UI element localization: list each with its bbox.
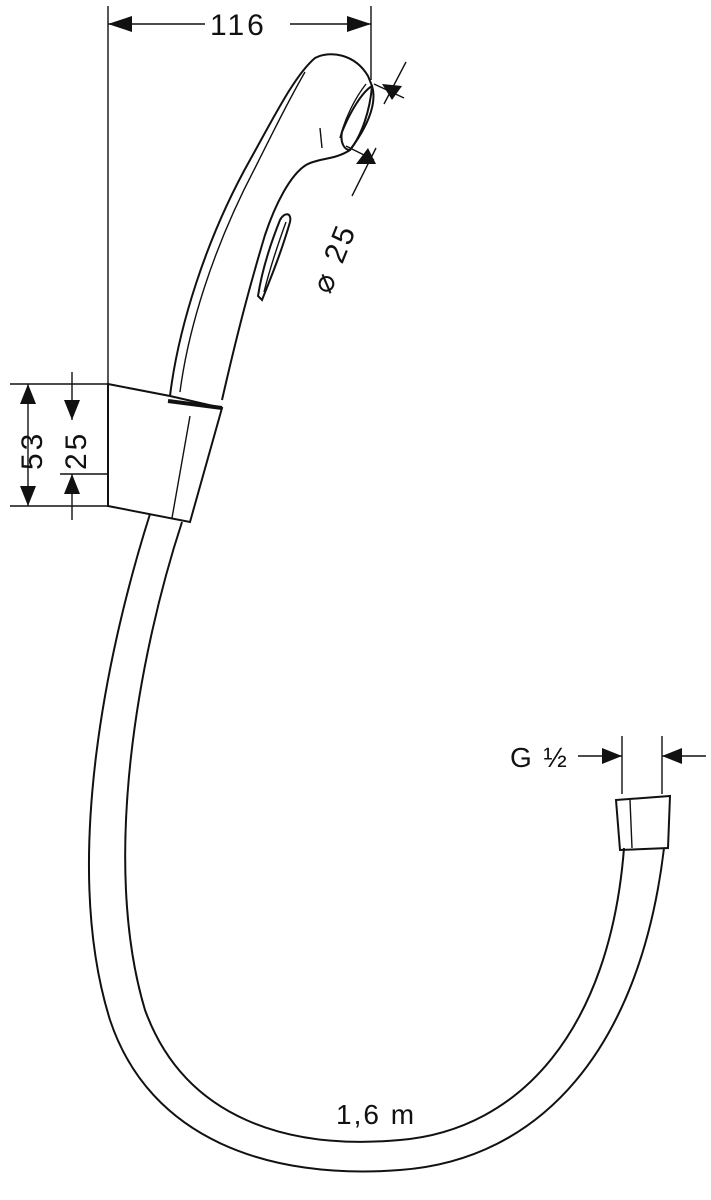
shower-body-outline [169,53,374,401]
dimension-width-group: 116 [107,6,372,384]
holder-top-band [167,399,223,410]
dimension-nozzle-label: ⌀ 25 [306,219,363,298]
connection-arrow-right [662,748,682,764]
connector-outline [614,794,672,852]
dimension-holder-inner-label: 25 [60,431,93,470]
connector-nut [614,794,672,852]
connection-arrow-left [602,748,622,764]
dimension-width-label: 116 [210,9,267,42]
hose-inner-edge [124,521,625,1143]
shower-body-highlight [179,71,306,393]
dim53-arrow-bottom [20,486,36,506]
dim25-arrow-top [64,400,80,420]
nozzle-rim [339,83,367,139]
dimension-holder-height-label: 53 [16,431,49,470]
nozzle-arrow-upper [382,84,402,100]
spray-mark [319,127,323,149]
dimension-connection-group: G ½ [510,736,706,794]
holder-outline [107,382,224,524]
dimension-connection-label: G ½ [510,742,569,773]
nozzle-arrow-lower [356,148,376,164]
connector-face-line [629,799,633,849]
wall-holder [107,382,224,524]
trigger-lever [256,213,292,302]
dim25-arrow-bottom [64,474,80,494]
hand-shower [169,53,375,401]
nozzle-leader-upper [383,61,407,105]
dimension-holder-group: 53 25 [10,372,108,520]
hose-length-label: 1,6 m [336,1099,416,1130]
nozzle-face [340,84,375,152]
hose-outer-edge [88,513,665,1173]
holder-face-edge [171,415,191,519]
trigger-lever-edge [263,221,287,293]
arrowhead-right [347,16,371,32]
dim53-arrow-top [20,384,36,404]
arrowhead-left [108,16,132,32]
hose [88,513,665,1173]
